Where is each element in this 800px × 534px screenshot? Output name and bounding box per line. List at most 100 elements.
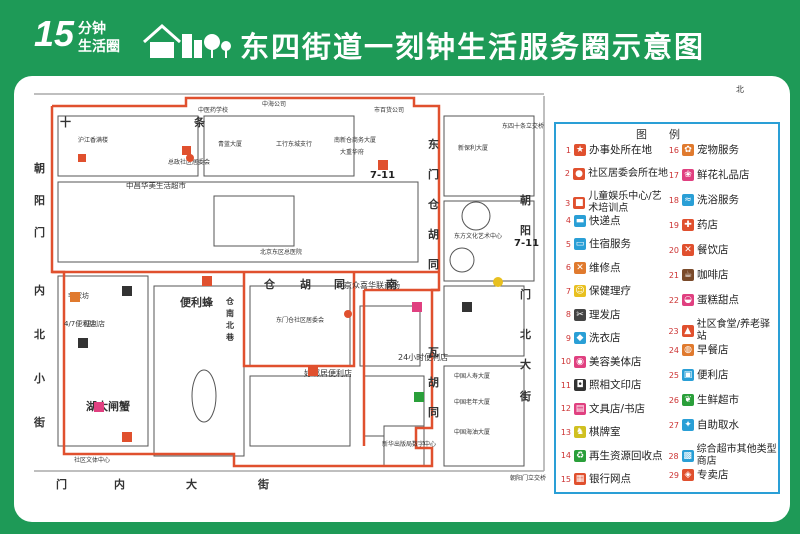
legend-item-label: 维修点	[589, 261, 621, 274]
cross-icon: ✚	[682, 219, 694, 231]
legend-item-number: 8	[565, 310, 571, 319]
street-left-1: 朝	[34, 161, 45, 175]
poi-marker	[414, 392, 424, 402]
legend-item-label: 自助取水	[697, 419, 739, 431]
legend-item: 20✕餐饮店	[668, 244, 780, 256]
logo-number: 15	[34, 13, 75, 54]
poi-marker	[78, 338, 88, 348]
street-small-4: 巷	[225, 332, 235, 342]
street-dongmen-3: 仓	[427, 197, 440, 211]
legend-item-label: 社区食堂/养老驿站	[696, 319, 771, 342]
poi-marker	[94, 402, 104, 412]
cart-icon: ▩	[681, 450, 694, 462]
block	[213, 195, 295, 247]
legend-item: 19✚药店	[668, 219, 780, 231]
legend-item: 26❦生鲜超市	[668, 394, 780, 406]
legend-item: 27✦自助取水	[668, 419, 780, 431]
street-dongmen-5: 同	[428, 258, 439, 271]
label-xinhua: 新华出版局数字中心	[382, 440, 436, 448]
label-beijing-hua: 北京众喜华联商场	[336, 280, 400, 290]
logo-line1: 分钟	[78, 21, 106, 37]
street-wa-3: 同	[428, 406, 439, 419]
legend-item-number: 7	[565, 286, 571, 296]
legend-item-label: 药店	[697, 219, 718, 231]
block	[57, 115, 199, 177]
legend-item-number: 13	[560, 427, 571, 437]
district-map[interactable]: 十 条 朝 阳 门 内 北 小 街 门 内 大 街 东 门 仓 胡 同 瓦 胡 …	[14, 76, 790, 522]
legend-item: 21☕咖啡店	[668, 269, 780, 281]
street-dongmen-4: 胡	[428, 227, 439, 241]
legend-item-label: 棋牌室	[589, 426, 621, 438]
chess-icon: ♞	[574, 426, 586, 438]
legend-item-label: 早餐店	[697, 344, 729, 356]
legend-item: 11◘照相文印店	[560, 379, 668, 391]
legend-item-number: 19	[668, 220, 679, 230]
legend-item: 10◉美容美体店	[560, 355, 668, 368]
logo-line2: 生活圈	[78, 39, 120, 55]
water-icon: ✦	[682, 419, 694, 431]
skyline-icon	[143, 23, 231, 58]
recycle-icon: ♻	[574, 449, 586, 462]
shop-icon: ▣	[682, 369, 694, 381]
block	[443, 365, 525, 467]
legend-item-label: 鲜花礼品店	[697, 169, 750, 181]
legend-item-number: 2	[564, 169, 570, 178]
bath-icon: ≈	[682, 194, 694, 206]
legend-item-label: 住宿服务	[589, 238, 631, 250]
street-right-1: 朝	[520, 193, 531, 207]
tag-icon: ◈	[682, 469, 694, 481]
street-left-7: 街	[33, 415, 45, 429]
street-right-6: 街	[519, 389, 531, 403]
legend-item-label: 专卖店	[697, 469, 729, 481]
street-small-3: 北	[226, 320, 234, 330]
label-twenty-four: 24小时便利店	[398, 352, 448, 362]
legend-item-number: 26	[668, 395, 679, 405]
street-mid-1: 仓	[263, 277, 276, 291]
legend-item-label: 蛋糕甜点	[697, 294, 739, 306]
legend-item-label: 银行网点	[589, 473, 631, 485]
legend-item-label: 便利店	[697, 369, 729, 381]
label-xiali: 便利店	[84, 319, 105, 328]
legend-item-label: 办事处所在地	[589, 144, 652, 156]
street-right-4: 北	[520, 327, 531, 341]
block	[443, 115, 535, 197]
label-chaoyang-bridge: 朝阳门立交桥	[510, 474, 546, 482]
label-xiaolibianli: 4/7便利店	[64, 319, 96, 328]
legend-item-label: 综合超市其他类型商店	[696, 444, 777, 467]
street-small-1: 仓	[225, 296, 235, 306]
legend-item-number: 9	[565, 333, 571, 343]
legend-item-label: 再生资源回收点	[589, 449, 663, 462]
block	[249, 285, 351, 367]
label-zhongguo-lao: 中国老年大厦	[454, 398, 490, 406]
block	[443, 285, 525, 357]
legend-item: 25▣便利店	[668, 369, 780, 381]
street-left-3: 门	[34, 225, 45, 239]
block	[203, 115, 355, 177]
legend-item-number: 11	[560, 380, 571, 390]
legend-item: 13♞棋牌室	[560, 426, 668, 438]
legend-item: 23▲社区食堂/养老驿站	[668, 319, 780, 343]
label-qingdao: 青蓝大厦	[218, 140, 242, 148]
label-shequ-wen: 社区文体中心	[74, 456, 110, 464]
block	[443, 200, 535, 282]
street-bottom-4: 街	[257, 477, 269, 491]
label-crossroad: 东四十条立交桥	[502, 122, 544, 130]
legend-item: 3■儿童娱乐中心/艺术培训点	[560, 191, 668, 215]
legend-item-label: 宠物服务	[697, 144, 739, 156]
legend-item: 7☺保健理疗	[560, 285, 668, 297]
legend-item: 4▬快递点	[560, 214, 668, 227]
logo: 15 分钟 生活圈	[34, 13, 231, 68]
street-bottom-1: 门	[56, 477, 67, 491]
face-icon: ◉	[574, 355, 586, 368]
label-qiangmen: 南新仓商务大厦	[334, 136, 376, 144]
legend-item-number: 25	[668, 370, 679, 380]
label-seven-eleven-b: 7-11	[514, 238, 539, 249]
block	[57, 275, 149, 447]
legend-item-number: 20	[668, 245, 679, 255]
breakfast-icon: ◍	[682, 344, 694, 356]
fork-icon: ✕	[682, 244, 694, 256]
bank-icon: ▦	[574, 473, 586, 485]
legend-item: 5▭住宿服务	[560, 238, 668, 250]
street-right-3: 门	[520, 287, 531, 301]
legend-item-label: 文具店/书店	[589, 402, 646, 415]
